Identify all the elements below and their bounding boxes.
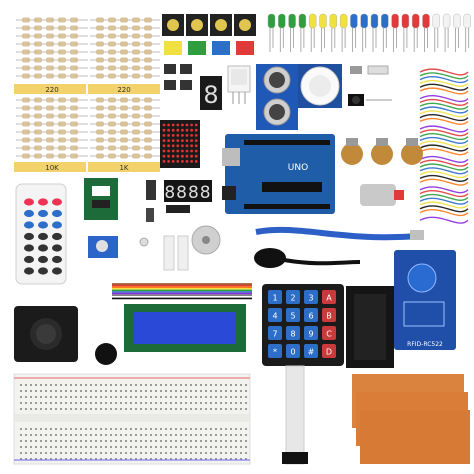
keypad-key-label: 7 (272, 330, 277, 339)
pir-sensor (298, 64, 342, 108)
servo-horns (139, 235, 189, 271)
arduino-label: UNO (288, 163, 308, 173)
stepper-motor (191, 225, 221, 255)
battery-snap (254, 248, 361, 268)
seven-segment-four-digit: 8888 (164, 180, 212, 203)
rfid-label: RFID-RC522 (407, 341, 443, 348)
resistor-label-220-left: 220 (45, 86, 58, 94)
seven-segment-digit: 8 (203, 81, 218, 109)
keypad-key-label: 8 (290, 330, 295, 339)
resistor-label-1k: 1K (119, 164, 128, 172)
seven-segment-single: 8 (200, 76, 222, 110)
battery-holder (346, 286, 394, 368)
keypad-key-label: 2 (290, 294, 295, 303)
keypad-key-label: 0 (290, 348, 295, 357)
jumper-wires-bundle (419, 68, 469, 224)
keypad-key-label: 1 (272, 294, 277, 303)
keypad-key-label: 3 (308, 294, 313, 303)
ir-remote (15, 183, 67, 285)
resistor-label-220-right: 220 (117, 86, 130, 94)
temperature-sensor (227, 65, 251, 104)
keypad-ribbon (282, 365, 308, 465)
joystick-module (14, 306, 78, 362)
shift-register-chip (166, 205, 190, 213)
keypad-key-label: 6 (308, 312, 313, 321)
arduino-uno-board: UNO (222, 134, 335, 214)
ribbon-cable (112, 283, 252, 300)
tilt-switch (146, 208, 154, 222)
keypad-key-label: C (326, 330, 332, 339)
stepper-driver-board (84, 178, 118, 220)
buzzer (95, 343, 117, 365)
led-dot-matrix (160, 120, 200, 168)
usb-cable (255, 226, 424, 241)
lcd-display (124, 304, 246, 352)
slide-switch (146, 180, 156, 200)
ultrasonic-sensor (256, 64, 298, 130)
misc-sensors (348, 65, 392, 106)
membrane-keypad: 1 2 3 A 4 5 6 B 7 8 9 C * 0 # D (262, 284, 344, 366)
keypad-key-label: B (326, 312, 332, 321)
keypad-key-label: 9 (308, 330, 313, 339)
keypad-key-label: 5 (290, 312, 295, 321)
keypad-key-label: A (326, 294, 332, 303)
keypad-key-label: # (308, 348, 315, 357)
keypad-key-label: 4 (272, 312, 277, 321)
prototype-boards (352, 374, 470, 464)
small-buttons (164, 64, 192, 90)
rfid-reader: RFID-RC522 (394, 250, 456, 350)
led-row (267, 13, 471, 52)
keypad-key-label: D (326, 348, 332, 357)
push-buttons (162, 14, 256, 55)
resistor-label-10k: 10K (45, 164, 59, 172)
dc-motor (360, 184, 404, 206)
breadboard (13, 373, 251, 465)
four-digit-display: 8888 (164, 183, 211, 203)
keypad-key-label: * (273, 348, 277, 357)
servo-motor (88, 236, 118, 258)
resistor-strips (14, 17, 160, 172)
potentiometers (341, 138, 423, 165)
